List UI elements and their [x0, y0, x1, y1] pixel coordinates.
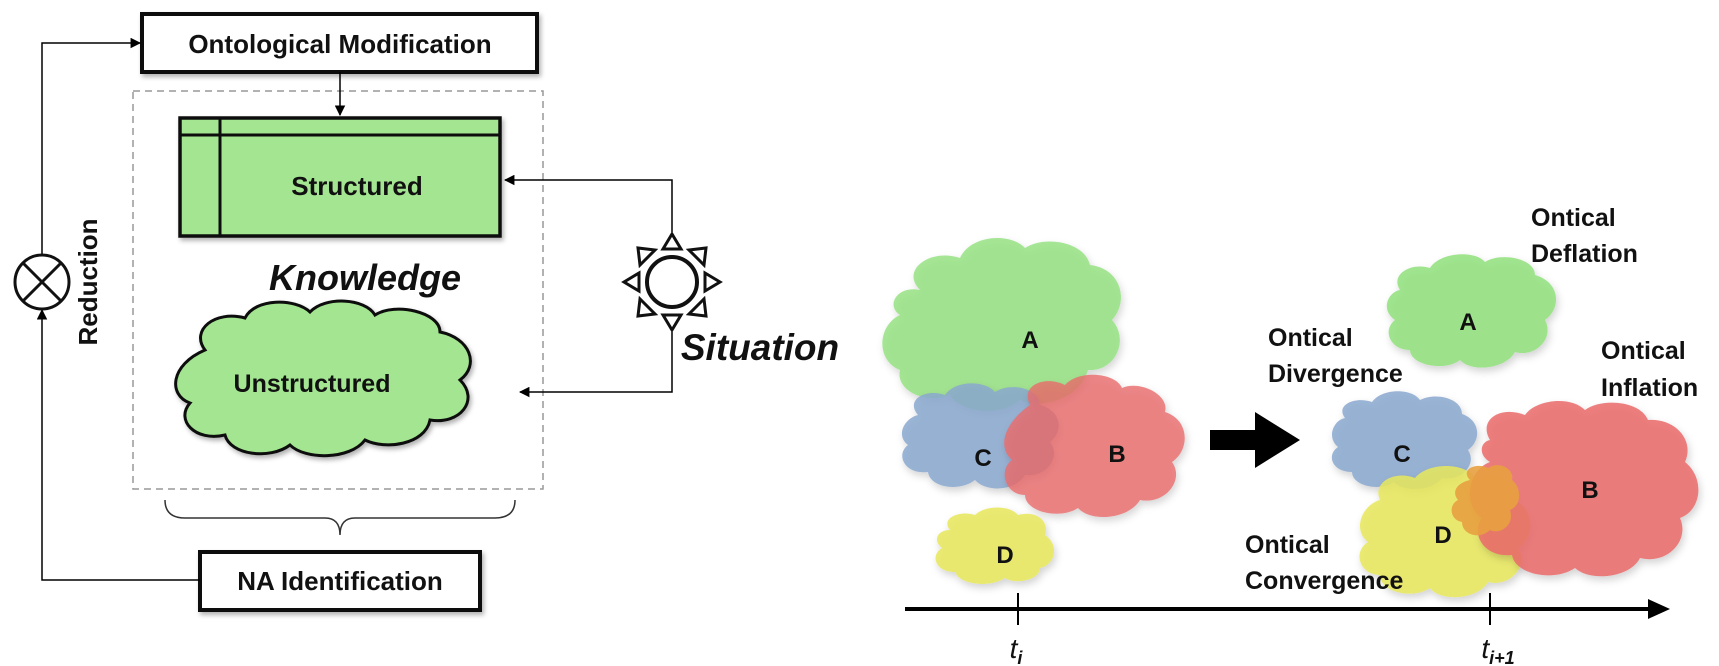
- unstructured-label: Unstructured: [234, 370, 391, 398]
- cloud-b-after-label: B: [1581, 477, 1598, 504]
- cloud-d-after-label: D: [1434, 522, 1451, 549]
- tick-ti1-label: ti+1: [1481, 633, 1514, 666]
- cloud-c-after-label: C: [1393, 441, 1410, 468]
- na-identification-box: NA Identification: [198, 550, 482, 612]
- sun-icon: [621, 231, 723, 333]
- ontological-modification-label: Ontological Modification: [188, 29, 491, 59]
- brace: [164, 499, 516, 536]
- situation-to-unstructured-arrow: [518, 332, 673, 398]
- deflation-line2: Deflation: [1531, 240, 1638, 268]
- reduction-to-modification-arrow: [41, 37, 142, 254]
- timeline-arrowhead: [1648, 599, 1670, 619]
- situation-to-structured-arrow: [503, 174, 673, 232]
- transition-arrow: [1210, 412, 1300, 468]
- cloud-a-before: [882, 237, 1121, 411]
- convergence-line2: Convergence: [1245, 567, 1403, 595]
- situation-label: Situation: [681, 327, 839, 368]
- cloud-a-after-label: A: [1459, 309, 1476, 336]
- inflation-line1: Ontical: [1601, 337, 1686, 365]
- reduction-label: Reduction: [73, 218, 103, 345]
- cloud-b-after: [1469, 400, 1699, 577]
- inflation-line2: Inflation: [1601, 374, 1698, 402]
- reduction-operator-icon: [13, 253, 71, 311]
- unstructured-cloud: [174, 299, 472, 458]
- cloud-d-before: [935, 507, 1055, 584]
- cloud-b-before: [1004, 374, 1185, 518]
- knowledge-label: Knowledge: [269, 257, 461, 298]
- cloud-d-before-label: D: [996, 542, 1013, 569]
- overlap-b-d-after: [1451, 465, 1520, 536]
- na-to-reduction-line: [36, 308, 200, 581]
- cloud-a-after: [1386, 254, 1557, 368]
- knowledge-container: [132, 90, 544, 490]
- cloud-c-before-label: C: [974, 445, 991, 472]
- cloud-a-before-label: A: [1021, 327, 1038, 354]
- divergence-line2: Divergence: [1268, 360, 1403, 388]
- cloud-c-after: [1331, 391, 1478, 490]
- convergence-line1: Ontical: [1245, 531, 1330, 559]
- tick-ti-label: ti: [1010, 633, 1024, 666]
- structured-label: Structured: [291, 171, 422, 201]
- cloud-b-before-label: B: [1108, 441, 1125, 468]
- structured-table: [178, 116, 502, 238]
- deflation-line1: Ontical: [1531, 204, 1616, 232]
- ontological-modification-box: Ontological Modification: [140, 12, 539, 74]
- na-identification-label: NA Identification: [237, 566, 443, 596]
- divergence-line1: Ontical: [1268, 324, 1353, 352]
